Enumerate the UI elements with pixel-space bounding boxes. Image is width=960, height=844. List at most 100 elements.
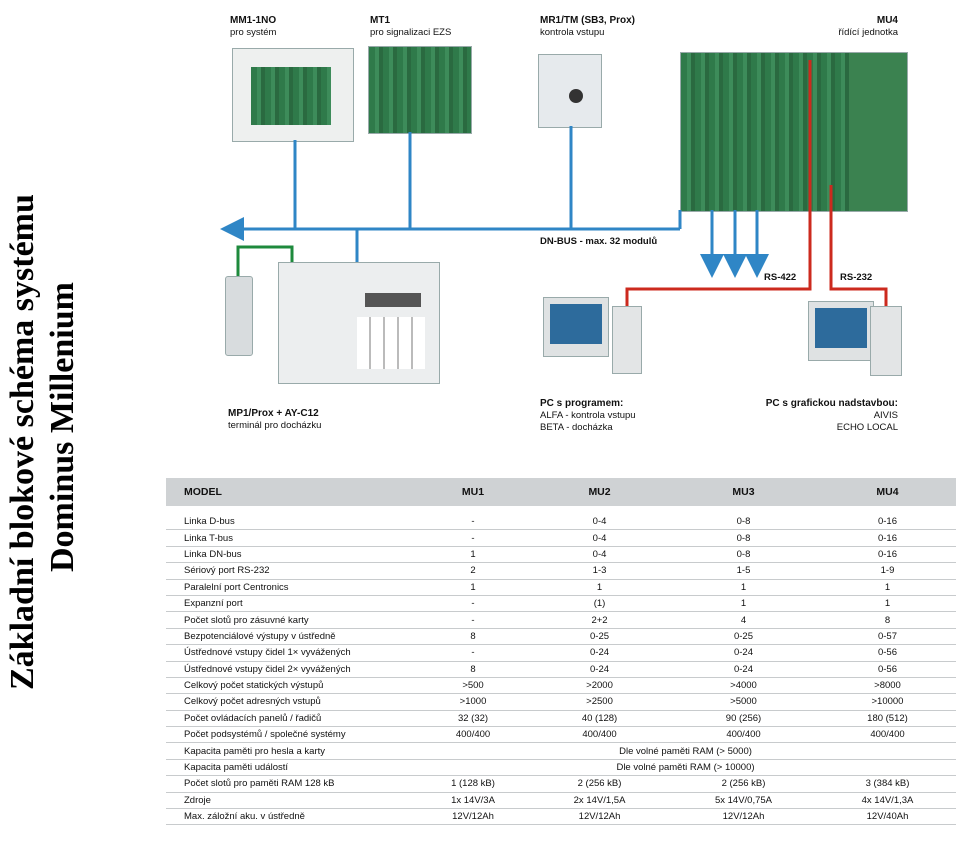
row-value: 0-4 — [531, 546, 669, 564]
row-value: 0-57 — [818, 628, 956, 646]
spec-header-row: MODEL MU1 MU2 MU3 MU4 — [166, 478, 956, 506]
row-value: 2x 14V/1,5A — [531, 792, 669, 810]
label-mr1: MR1/TM (SB3, Prox)kontrola vstupu — [540, 15, 636, 38]
row-label: Linka D-bus — [166, 506, 415, 531]
row-value: - — [415, 595, 532, 613]
row-value: 0-8 — [668, 506, 819, 531]
row-value: 8 — [818, 611, 956, 629]
row-value: >4000 — [668, 677, 819, 695]
row-value: 0-24 — [668, 644, 819, 662]
col-model: MODEL — [166, 478, 415, 506]
mr1-reader-image — [538, 54, 602, 128]
row-value: 90 (256) — [668, 710, 819, 728]
row-value: 0-24 — [668, 661, 819, 678]
row-label: Zdroje — [166, 792, 415, 810]
row-value: 8 — [415, 661, 532, 678]
row-value: 1-9 — [818, 562, 956, 580]
row-label: Počet slotů pro zásuvné karty — [166, 611, 415, 629]
row-value: 0-16 — [818, 506, 956, 531]
row-value: - — [415, 611, 532, 629]
row-value: 0-25 — [668, 628, 819, 646]
row-value: >2500 — [531, 693, 669, 711]
pc1-tower-image — [612, 306, 642, 374]
prox-reader-image — [225, 276, 253, 356]
row-value: 1 — [668, 595, 819, 613]
row-value: 8 — [415, 628, 532, 646]
row-value: 180 (512) — [818, 710, 956, 728]
row-value: - — [415, 644, 532, 662]
pc1-monitor-image — [543, 297, 609, 357]
row-label: Ústřednové vstupy čidel 2× vyvážených — [166, 661, 415, 678]
row-value: 0-16 — [818, 546, 956, 564]
row-value: Dle volné paměti RAM (> 10000) — [415, 759, 956, 777]
row-value: 32 (32) — [415, 710, 532, 728]
row-value: >5000 — [668, 693, 819, 711]
row-value: 0-25 — [531, 628, 669, 646]
row-value: 0-24 — [531, 661, 669, 678]
row-value: - — [415, 506, 532, 531]
dn-bus-lines — [220, 126, 769, 278]
row-value: >1000 — [415, 693, 532, 711]
row-value: 4x 14V/1,3A — [818, 792, 956, 810]
row-value: 40 (128) — [531, 710, 669, 728]
mm1-module-image — [232, 48, 354, 142]
row-value: 1 (128 kB) — [415, 775, 532, 793]
row-label: Celkový počet statických výstupů — [166, 677, 415, 695]
mu4-unit-image — [680, 52, 908, 212]
row-value: 12V/12Ah — [668, 808, 819, 826]
row-value: 12V/40Ah — [818, 808, 956, 826]
row-value: 3 (384 kB) — [818, 775, 956, 793]
row-value: 0-16 — [818, 529, 956, 547]
row-value: 2 (256 kB) — [668, 775, 819, 793]
dnbus-label: DN-BUS - max. 32 modulů — [540, 236, 658, 247]
row-value: 2 — [415, 562, 532, 580]
row-value: (1) — [531, 595, 669, 613]
row-value: 2 (256 kB) — [531, 775, 669, 793]
rs422-label: RS-422 — [764, 272, 797, 283]
row-label: Paralelní port Centronics — [166, 579, 415, 596]
row-value: 0-4 — [531, 529, 669, 547]
row-value: 0-8 — [668, 546, 819, 564]
table-row: Počet podsystémů / společné systémy 400/4… — [166, 726, 956, 744]
row-value: 1-5 — [668, 562, 819, 580]
row-label: Kapacita paměti událostí — [166, 759, 415, 777]
row-value: 0-4 — [531, 506, 669, 531]
row-value: 1x 14V/3A — [415, 792, 532, 810]
row-label: Max. záložní aku. v ústředně — [166, 808, 415, 826]
rs232-label: RS-232 — [840, 272, 873, 283]
row-value: Dle volné paměti RAM (> 5000) — [415, 742, 956, 760]
row-value: >10000 — [818, 693, 956, 711]
row-value: 1 — [818, 595, 956, 613]
row-label: Linka T-bus — [166, 529, 415, 547]
row-label: Počet podsystémů / společné systémy — [166, 726, 415, 744]
row-value: 400/400 — [668, 726, 819, 744]
mt1-board-image — [368, 46, 472, 134]
row-label: Linka DN-bus — [166, 546, 415, 564]
row-label: Expanzní port — [166, 595, 415, 613]
row-value: >8000 — [818, 677, 956, 695]
terminal-image — [278, 262, 440, 384]
col-mu2: MU2 — [531, 478, 669, 506]
row-label: Ústřednové vstupy čidel 1× vyvážených — [166, 644, 415, 662]
row-label: Počet ovládacích panelů / řadičů — [166, 710, 415, 728]
row-value: 0-8 — [668, 529, 819, 547]
row-value: 4 — [668, 611, 819, 629]
row-value: 1 — [818, 579, 956, 596]
row-value: 12V/12Ah — [531, 808, 669, 826]
row-label: Bezpotenciálové výstupy v ústředně — [166, 628, 415, 646]
